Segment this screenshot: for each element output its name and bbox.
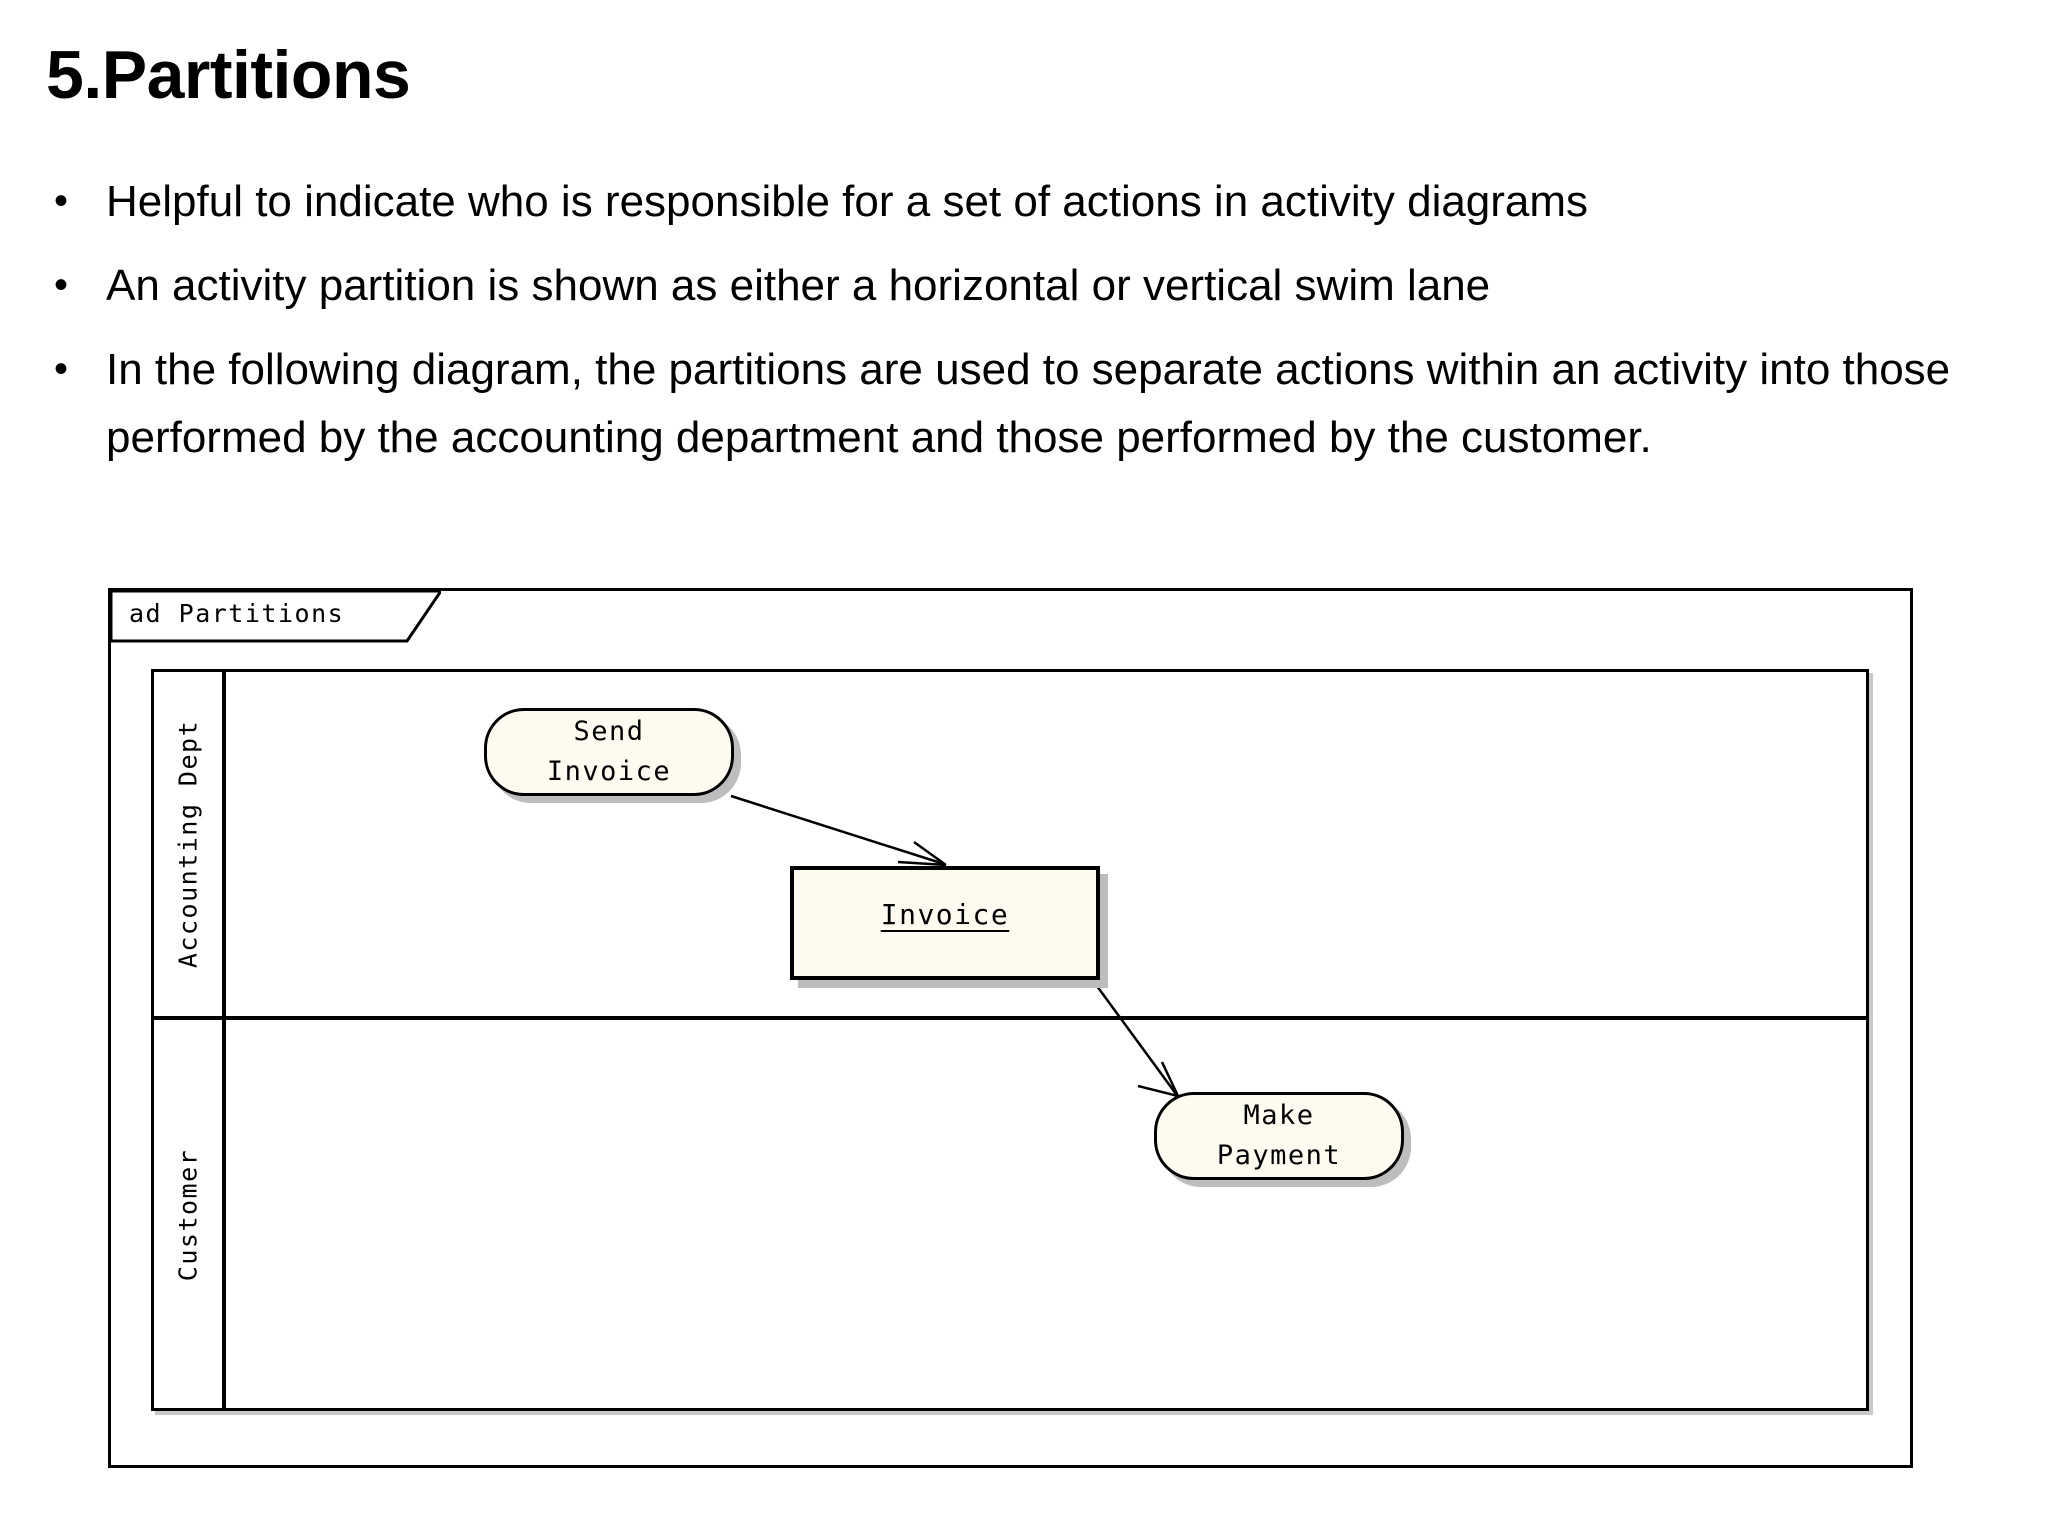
list-item: • Helpful to indicate who is responsible…	[46, 168, 2006, 236]
frame-tab-shape	[111, 591, 441, 643]
partition-header-accounting-dept: Accounting Dept	[154, 672, 226, 1016]
action-node-make-payment[interactable]: Make Payment	[1154, 1092, 1404, 1180]
diagram-frame-tab: ad Partitions	[111, 591, 441, 645]
partition-accounting-dept: Accounting Dept	[154, 672, 1866, 1020]
action-node-label-line1: Send	[573, 715, 645, 747]
action-node-label-line2: Invoice	[546, 756, 672, 787]
diagram-frame-label: ad Partitions	[129, 599, 345, 628]
bullet-list: • Helpful to indicate who is responsible…	[46, 168, 2006, 488]
bullet-text: In the following diagram, the partitions…	[106, 345, 1951, 462]
bullet-marker-icon: •	[54, 263, 69, 307]
page-title: 5.Partitions	[46, 37, 411, 113]
action-node-label-line1: Make	[1243, 1099, 1315, 1131]
uml-activity-diagram-frame: ad Partitions Accounting Dept Customer	[108, 588, 1913, 1468]
swimlane-container: Accounting Dept Customer S	[151, 669, 1869, 1411]
bullet-marker-icon: •	[54, 179, 69, 223]
action-node-label-line2: Payment	[1216, 1140, 1342, 1171]
bullet-marker-icon: •	[54, 347, 69, 391]
partition-customer: Customer	[154, 1020, 1866, 1410]
bullet-text: An activity partition is shown as either…	[106, 261, 1491, 310]
object-node-invoice[interactable]: Invoice	[790, 866, 1100, 980]
partition-label: Customer	[173, 1148, 203, 1282]
partition-label: Accounting Dept	[173, 719, 203, 969]
action-node-send-invoice[interactable]: Send Invoice	[484, 708, 734, 796]
object-node-label: Invoice	[880, 898, 1010, 931]
partition-header-customer: Customer	[154, 1020, 226, 1410]
list-item: • In the following diagram, the partitio…	[46, 336, 2006, 472]
bullet-text: Helpful to indicate who is responsible f…	[106, 177, 1589, 226]
list-item: • An activity partition is shown as eith…	[46, 252, 2006, 320]
